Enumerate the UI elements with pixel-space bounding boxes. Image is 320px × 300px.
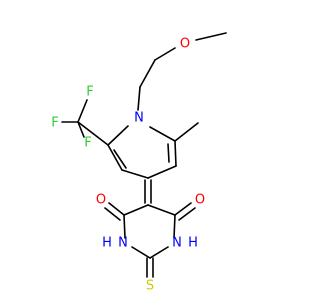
atom-label-nitrogen: N bbox=[118, 236, 128, 251]
bond bbox=[77, 121, 109, 146]
bond bbox=[123, 214, 126, 239]
bond bbox=[174, 202, 192, 216]
bond bbox=[77, 121, 85, 138]
atom-label-fluorine: F bbox=[84, 136, 91, 151]
bond bbox=[107, 144, 123, 171]
bonds bbox=[61, 32, 227, 278]
atom-label-nitrogen: N bbox=[172, 236, 182, 251]
bond bbox=[77, 99, 88, 123]
structure-diagram: O N F F F O O H N H N S bbox=[51, 32, 227, 294]
bond bbox=[104, 207, 121, 221]
bond bbox=[147, 165, 177, 179]
atom-label-oxygen: O bbox=[195, 193, 205, 208]
bond bbox=[139, 59, 156, 88]
bond bbox=[147, 204, 176, 216]
bond bbox=[131, 246, 151, 259]
atom-label-hydrogen: H bbox=[188, 236, 198, 251]
atom-label-fluorine: F bbox=[51, 116, 58, 131]
bond bbox=[173, 214, 176, 239]
bond bbox=[123, 204, 149, 216]
bond bbox=[178, 207, 196, 221]
atom-label-fluorine: F bbox=[86, 85, 93, 100]
bond bbox=[174, 122, 199, 142]
atom-label-oxygen: O bbox=[180, 37, 190, 52]
bond bbox=[113, 149, 127, 169]
atom-label-hydrogen: H bbox=[102, 236, 112, 251]
atom-label-sulfur: S bbox=[146, 279, 154, 294]
bond bbox=[167, 143, 170, 163]
bond bbox=[137, 86, 141, 111]
atom-label-oxygen: O bbox=[96, 193, 106, 208]
bond bbox=[154, 47, 176, 61]
bond bbox=[107, 125, 129, 146]
bond bbox=[195, 32, 227, 41]
bond bbox=[121, 169, 149, 179]
atom-labels: O N F F F O O H N H N S bbox=[51, 37, 205, 294]
molecule-structure: O N F F F O O H N H N S bbox=[51, 32, 227, 294]
bond bbox=[149, 126, 176, 142]
bond bbox=[174, 140, 177, 167]
atom-label-nitrogen: N bbox=[134, 111, 144, 126]
bond bbox=[149, 246, 169, 259]
bond bbox=[108, 202, 125, 216]
